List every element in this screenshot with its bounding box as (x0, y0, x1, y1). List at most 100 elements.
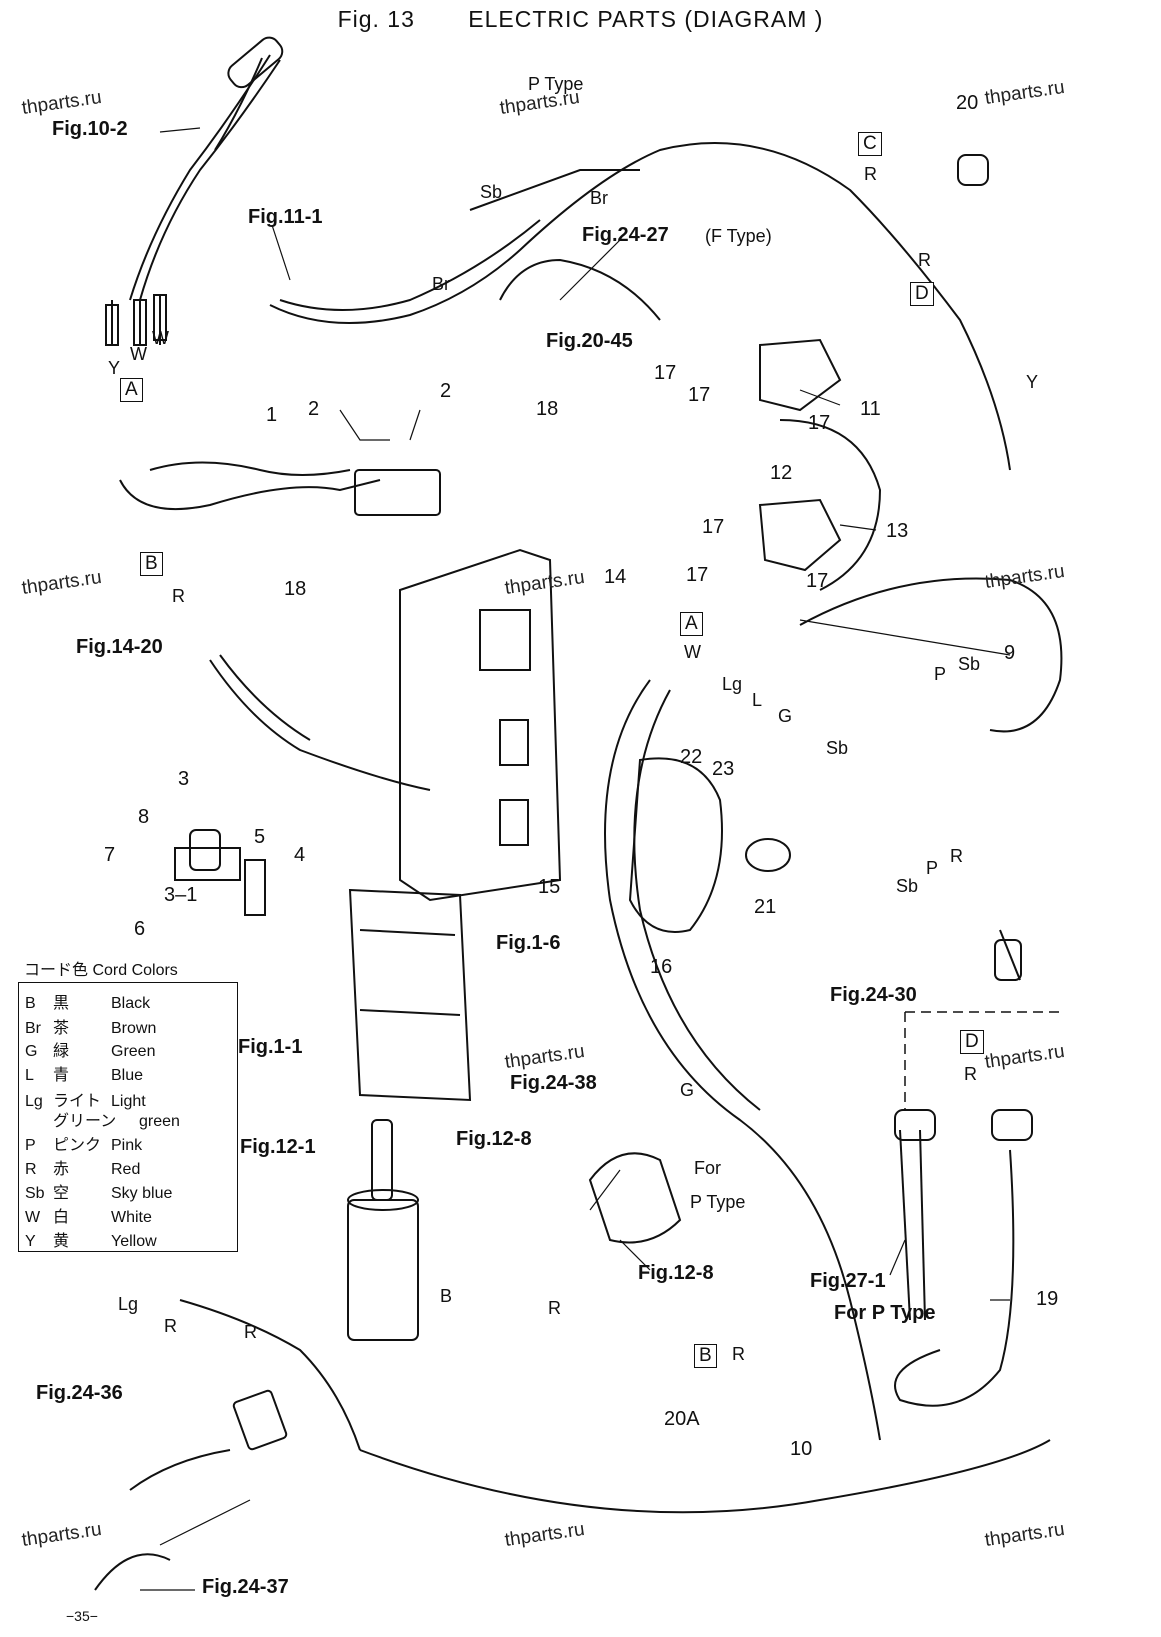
wire-code-w: W (152, 328, 169, 348)
wire-code-br: Br (590, 188, 608, 208)
ref-fig12-1: Fig.12-1 (240, 1136, 316, 1158)
part-number: 17 (688, 384, 711, 406)
part-number: 23 (712, 758, 735, 780)
legend-code: L (25, 1067, 34, 1084)
ref-fig1-6: Fig.1-6 (496, 932, 561, 954)
part-number: 12 (770, 462, 793, 484)
legend-en: Light (111, 1093, 146, 1110)
harness-fig10-2 (139, 59, 281, 301)
part-number: 10 (790, 1438, 813, 1460)
part-number: 8 (138, 806, 150, 828)
legend-code: Y (25, 1233, 36, 1250)
legend-jp: ピンク (53, 1137, 102, 1154)
wire-code-g: G (680, 1080, 695, 1100)
connector-d-label: D (960, 1030, 984, 1054)
page-number: −35− (66, 1608, 98, 1624)
wire-code-b: B (440, 1286, 453, 1306)
connector-b-label: B (140, 552, 163, 576)
legend-en: Brown (111, 1020, 157, 1037)
note-p-type: P Type (528, 74, 584, 94)
figure-title: ELECTRIC PARTS (DIAGRAM ) (468, 6, 824, 32)
wire-code-r: R (950, 846, 963, 866)
wire-code-w: W (684, 642, 701, 662)
wire-code-r: R (964, 1064, 977, 1084)
part-number: 11 (860, 398, 881, 420)
ref-fig24-27-note: (F Type) (705, 226, 772, 246)
wire-code-g: G (778, 706, 793, 726)
harness-1 (119, 479, 381, 511)
part-number: 17 (654, 362, 677, 384)
ref-fig27-1: Fig.27-1 (810, 1270, 886, 1292)
wire-code-lg: Lg (118, 1294, 139, 1314)
wire-code-w: W (130, 344, 147, 364)
harness-16 (633, 689, 761, 1111)
note-p-type: P Type (690, 1192, 746, 1212)
wire-code-r: R (172, 586, 185, 606)
part-number: 20 (956, 92, 979, 114)
legend-en: Pink (111, 1137, 143, 1154)
legend-en: Blue (111, 1067, 144, 1084)
wire-code-sb: Sb (958, 654, 981, 674)
connector-d-label: D (910, 282, 934, 306)
ref-fig12-8-top: Fig.12-8 (456, 1128, 532, 1150)
part-number: 17 (702, 516, 725, 538)
part-number: 22 (680, 746, 703, 768)
legend-jp: 茶 (53, 1020, 70, 1037)
part-number: 13 (886, 520, 909, 542)
legend-en: Black (111, 995, 151, 1012)
ref-fig24-30: Fig.24-30 (830, 984, 917, 1006)
ref-fig24-37: Fig.24-37 (202, 1576, 289, 1598)
wire-code-lg: Lg (722, 674, 743, 694)
ref-fig27-1-note: For P Type (834, 1302, 936, 1324)
part-number: 20A (664, 1408, 700, 1430)
legend-jp: 青 (53, 1067, 70, 1084)
harness-15 (604, 679, 881, 1441)
legend-en: White (111, 1209, 152, 1226)
page-title: Fig. 13 ELECTRIC PARTS (DIAGRAM ) (0, 6, 1161, 33)
note-for: For (694, 1158, 721, 1178)
legend-en: Red (111, 1161, 141, 1178)
wire-code-p: P (926, 858, 939, 878)
ref-fig12-8-bottom: Fig.12-8 (638, 1262, 714, 1284)
wire-code-br: Br (432, 274, 450, 294)
wire-code-p: P (934, 664, 947, 684)
legend-jp: 空 (53, 1185, 70, 1202)
crankcase-fig1-1 (348, 888, 472, 1102)
legend-jp: 黄 (53, 1233, 70, 1250)
legend-code: R (25, 1161, 37, 1178)
wire-code-r: R (732, 1344, 745, 1364)
ref-fig1-1: Fig.1-1 (238, 1036, 303, 1058)
legend-en: Green (111, 1043, 156, 1060)
legend-jp: 緑 (53, 1043, 70, 1060)
part-number: 3–1 (164, 884, 198, 906)
legend-row: L 青 Blue (25, 1061, 143, 1085)
legend-jp: 白 (53, 1209, 70, 1226)
figure-number: Fig. 13 (337, 6, 415, 32)
part-number: 4 (294, 844, 306, 866)
wire-code-r: R (164, 1316, 177, 1336)
cable-10 (359, 1439, 1051, 1514)
wire-code-sb: Sb (480, 182, 503, 202)
wire-code-r: R (918, 250, 931, 270)
harness-9 (799, 577, 1063, 733)
part-number: 7 (104, 844, 116, 866)
legend-code: W (25, 1209, 41, 1226)
part-number: 2 (440, 380, 452, 402)
part-number: 3 (178, 768, 190, 790)
part-number: 17 (806, 570, 829, 592)
connector-a-label: A (680, 612, 703, 636)
legend-jp: 黒 (53, 995, 70, 1012)
part-number: 2 (308, 398, 320, 420)
legend-code: Sb (25, 1185, 45, 1202)
ref-fig20-45: Fig.20-45 (546, 330, 633, 352)
legend-jp: グリーン (53, 1113, 117, 1130)
starter-motor (347, 1199, 419, 1341)
legend-code: Lg (25, 1093, 43, 1110)
